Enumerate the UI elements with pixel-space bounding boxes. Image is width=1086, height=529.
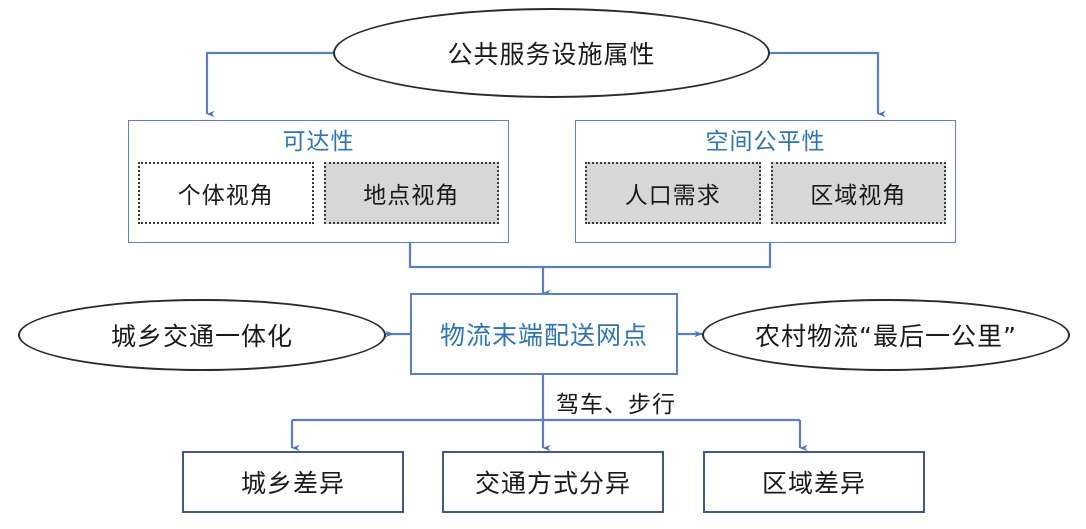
sub-item-label: 个体视角 — [177, 183, 274, 210]
edge-groups-merge — [408, 243, 772, 269]
group-spatial-equity-subitems: 人口需求 区域视角 — [576, 158, 955, 233]
group-accessibility[interactable]: 可达性 个体视角 地点视角 — [128, 120, 509, 243]
outcome-urban-rural-difference[interactable]: 城乡差异 — [182, 451, 404, 513]
group-spatial-equity[interactable]: 空间公平性 人口需求 区域视角 — [575, 120, 956, 243]
sub-item-regional-perspective[interactable]: 区域视角 — [770, 162, 946, 225]
sub-item-population-demand[interactable]: 人口需求 — [585, 162, 761, 225]
node-label: 公共服务设施属性 — [447, 40, 656, 69]
group-spatial-equity-title: 空间公平性 — [705, 129, 826, 155]
node-logistics-last-mile-outlet[interactable]: 物流末端配送网点 — [410, 293, 678, 375]
edge-title-to-equity — [770, 51, 886, 118]
node-public-service-attributes[interactable]: 公共服务设施属性 — [333, 8, 770, 98]
node-urban-rural-transport-integration[interactable]: 城乡交通一体化 — [18, 299, 386, 371]
sub-item-label: 区域视角 — [810, 183, 907, 210]
sub-item-place-perspective[interactable]: 地点视角 — [323, 162, 499, 225]
node-label: 城乡差异 — [240, 469, 345, 498]
node-label: 城乡交通一体化 — [110, 322, 293, 351]
sub-item-individual-perspective[interactable]: 个体视角 — [138, 162, 314, 225]
sub-item-label: 人口需求 — [624, 183, 721, 210]
node-label: 农村物流“最后一公里” — [755, 322, 1017, 351]
edge-label-travel-modes: 驾车、步行 — [556, 392, 676, 418]
node-rural-logistics-last-kilometer[interactable]: 农村物流“最后一公里” — [702, 299, 1070, 371]
node-label: 交通方式分异 — [474, 469, 631, 498]
group-accessibility-subitems: 个体视角 地点视角 — [129, 158, 508, 233]
outcome-transport-mode-differentiation[interactable]: 交通方式分异 — [442, 451, 664, 513]
sub-item-label: 地点视角 — [363, 183, 460, 210]
node-label: 物流末端配送网点 — [439, 321, 648, 350]
edge-title-to-accessibility — [205, 51, 333, 118]
group-accessibility-title: 可达性 — [282, 129, 355, 155]
node-label: 区域差异 — [761, 469, 866, 498]
outcome-regional-difference[interactable]: 区域差异 — [703, 451, 925, 513]
